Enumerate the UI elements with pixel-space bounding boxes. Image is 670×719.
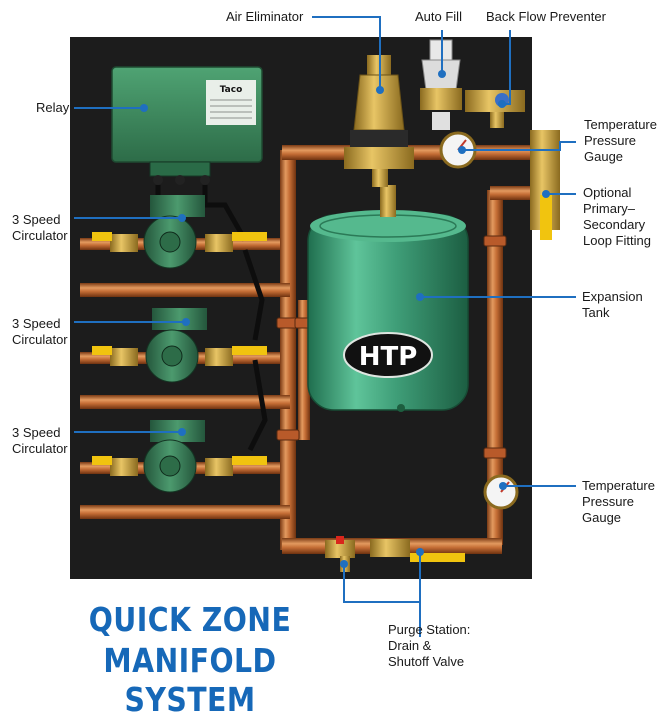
label-auto-fill: Auto Fill	[415, 9, 462, 24]
relay-brand: Taco	[220, 85, 243, 95]
ball-valve-icon	[92, 130, 560, 572]
auto-fill-icon	[420, 39, 462, 110]
circulator-pump-icon	[143, 195, 207, 493]
label-relay: Relay	[36, 100, 70, 115]
label-temp-gauge-top: Temperature Pressure Gauge	[584, 117, 657, 164]
label-purge-station: Purge Station: Drain & Shutoff Valve	[388, 622, 471, 669]
air-eliminator-icon	[344, 55, 414, 187]
label-air-eliminator: Air Eliminator	[226, 9, 304, 24]
label-circulator-1: 3 Speed Circulator	[12, 212, 68, 243]
label-back-flow-preventer: Back Flow Preventer	[486, 9, 606, 24]
title-line-2: MANIFOLD SYSTEM	[103, 641, 277, 719]
label-expansion-tank: Expansion Tank	[582, 289, 643, 320]
label-circulator-2: 3 Speed Circulator	[12, 316, 68, 347]
expansion-tank-icon: HTP	[307, 185, 469, 412]
label-circulator-3: 3 Speed Circulator	[12, 425, 68, 456]
callout-lines	[74, 16, 576, 637]
relay-box-icon: Taco	[111, 66, 263, 185]
callout-dots	[140, 70, 550, 568]
label-temp-gauge-bottom: Temperature Pressure Gauge	[582, 478, 655, 525]
title-line-1: QUICK ZONE	[88, 600, 292, 639]
manifold-diagram: Taco	[70, 16, 576, 637]
label-primary-secondary: Optional Primary– Secondary Loop Fitting	[583, 185, 651, 248]
tank-logo-text: HTP	[359, 342, 418, 372]
